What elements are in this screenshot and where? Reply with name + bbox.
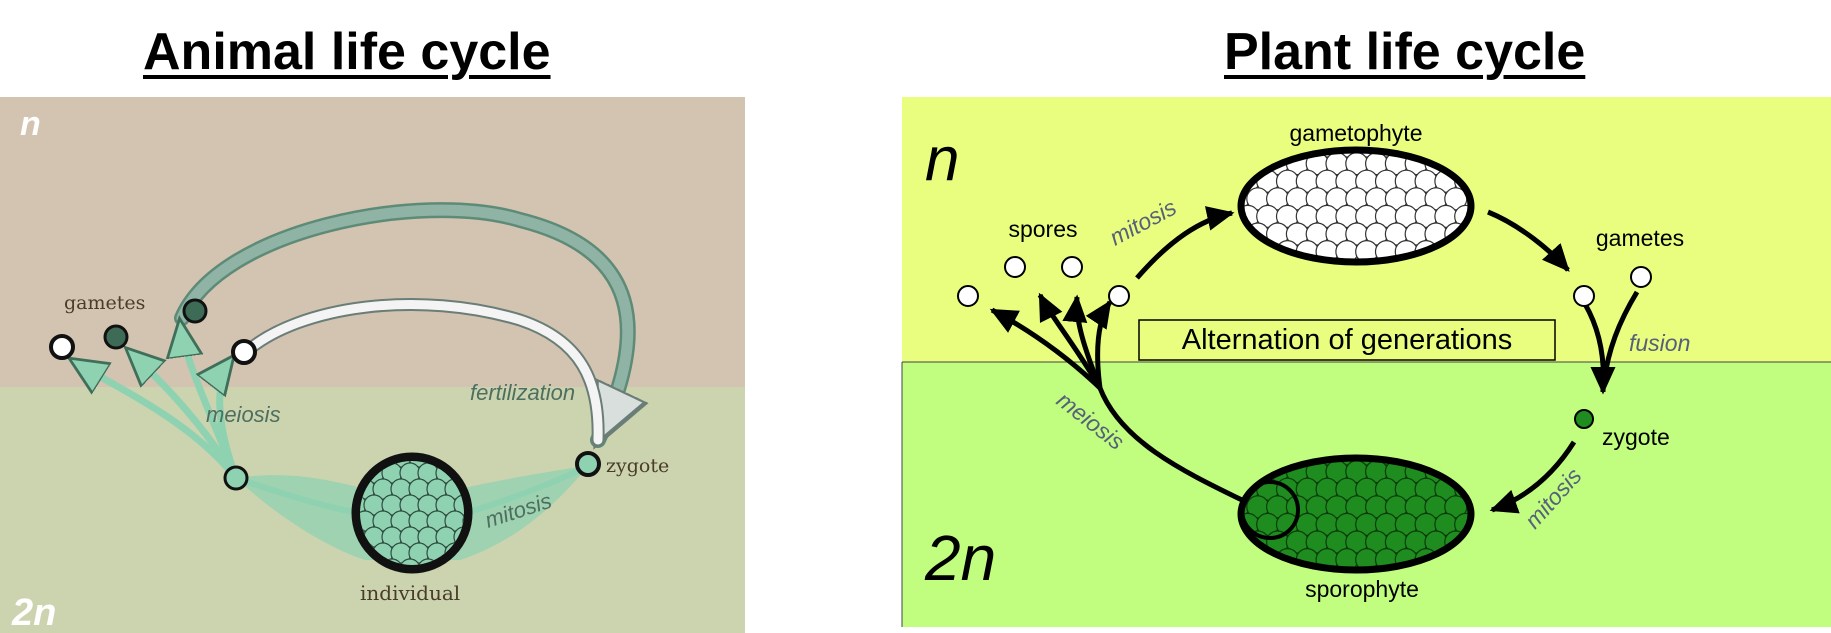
plant-zygote-label: zygote — [1602, 424, 1670, 450]
animal-life-cycle-title: Animal life cycle — [143, 23, 551, 81]
animal-gamete-dark — [103, 324, 129, 350]
plant-spore-2 — [1004, 256, 1026, 278]
animal-gametes-label: gametes — [64, 292, 145, 314]
plant-alternation-label: Alternation of generations — [1182, 324, 1513, 356]
plant-sporophyte-label: sporophyte — [1305, 576, 1419, 602]
animal-meiosis-arrow-2 — [128, 350, 239, 480]
plant-gametophyte — [1237, 146, 1475, 266]
plant-mitosis-arrow-top — [1135, 206, 1235, 280]
plant-life-cycle-diagram: n 2n — [901, 97, 1831, 627]
animal-gamete-dark-top — [182, 298, 208, 324]
plant-meiosis-arrow-3 — [1062, 294, 1103, 389]
animal-zygote-label: zygote — [606, 455, 669, 477]
plant-alternation-box — [1138, 319, 1556, 361]
plant-mitosis-arrow-bottom — [1489, 440, 1577, 514]
animal-zygote-cell — [575, 451, 601, 477]
plant-n-label: n — [925, 125, 959, 194]
animal-gamete-white-right — [231, 339, 257, 365]
animal-n-label: n — [20, 105, 41, 143]
plant-gametophyte-label: gametophyte — [1290, 120, 1423, 146]
plant-spores-label: spores — [1008, 216, 1077, 242]
plant-fusion-label: fusion — [1629, 330, 1690, 356]
animal-life-cycle-diagram: n 2n gametes meiosis fertilization — [0, 97, 745, 633]
plant-meiosis-arrow-4 — [1085, 299, 1113, 389]
animal-individual-label: individual — [360, 581, 460, 605]
plant-gametes-label: gametes — [1596, 225, 1684, 251]
animal-2n-label: 2n — [11, 592, 56, 633]
animal-meiosis-label: meiosis — [206, 402, 281, 427]
plant-to-gametes-arrow — [1487, 209, 1570, 272]
plant-spore-1 — [957, 285, 979, 307]
plant-gamete-1 — [1573, 285, 1595, 307]
animal-meiosis-arrow-4 — [220, 358, 240, 480]
plant-gamete-2 — [1630, 266, 1652, 288]
animal-gamete-white-left — [49, 334, 75, 360]
plant-meiosis-arrow-2 — [1037, 292, 1103, 390]
animal-meiosis-arrow-1 — [72, 360, 239, 481]
plant-meiosis-arrow-1 — [989, 307, 1102, 390]
animal-fertilization-label: fertilization — [470, 380, 575, 405]
animal-meiosis-cell — [223, 465, 249, 491]
plant-life-cycle-title: Plant life cycle — [1224, 23, 1586, 81]
plant-zygote-cell — [1574, 409, 1594, 429]
plant-2n-label: 2n — [924, 522, 996, 594]
plant-spore-4 — [1108, 285, 1130, 307]
plant-spore-3 — [1061, 256, 1083, 278]
plant-meiosis-main-arrow — [1097, 387, 1244, 503]
